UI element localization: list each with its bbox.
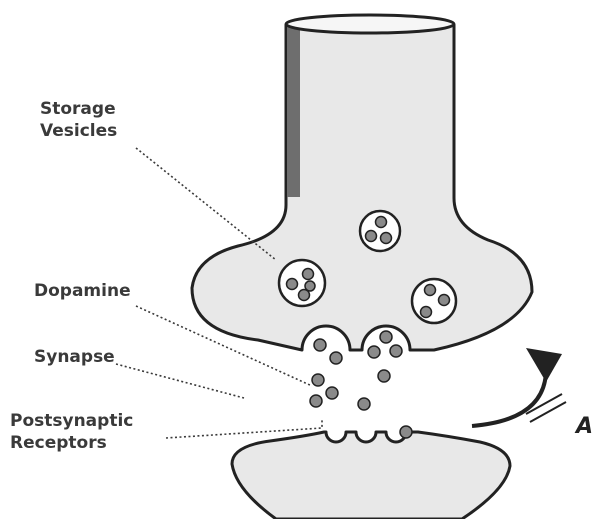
axon-top: [286, 15, 454, 33]
axon-shadow: [287, 27, 300, 197]
curved-arrow-icon: [472, 348, 566, 426]
storage-vesicle: [412, 279, 456, 323]
edge-label-a: A: [576, 416, 593, 438]
storage-vesicles-label: Storage Vesicles: [40, 98, 117, 142]
dopamine-label: Dopamine: [34, 280, 131, 302]
postsynaptic-terminal: [232, 432, 510, 519]
storage-vesicle: [279, 260, 325, 306]
postsynaptic-receptors-label: Postsynaptic Receptors: [10, 410, 133, 454]
synapse-label: Synapse: [34, 346, 115, 368]
storage-vesicle: [360, 211, 400, 251]
presynaptic-terminal: [192, 25, 532, 350]
